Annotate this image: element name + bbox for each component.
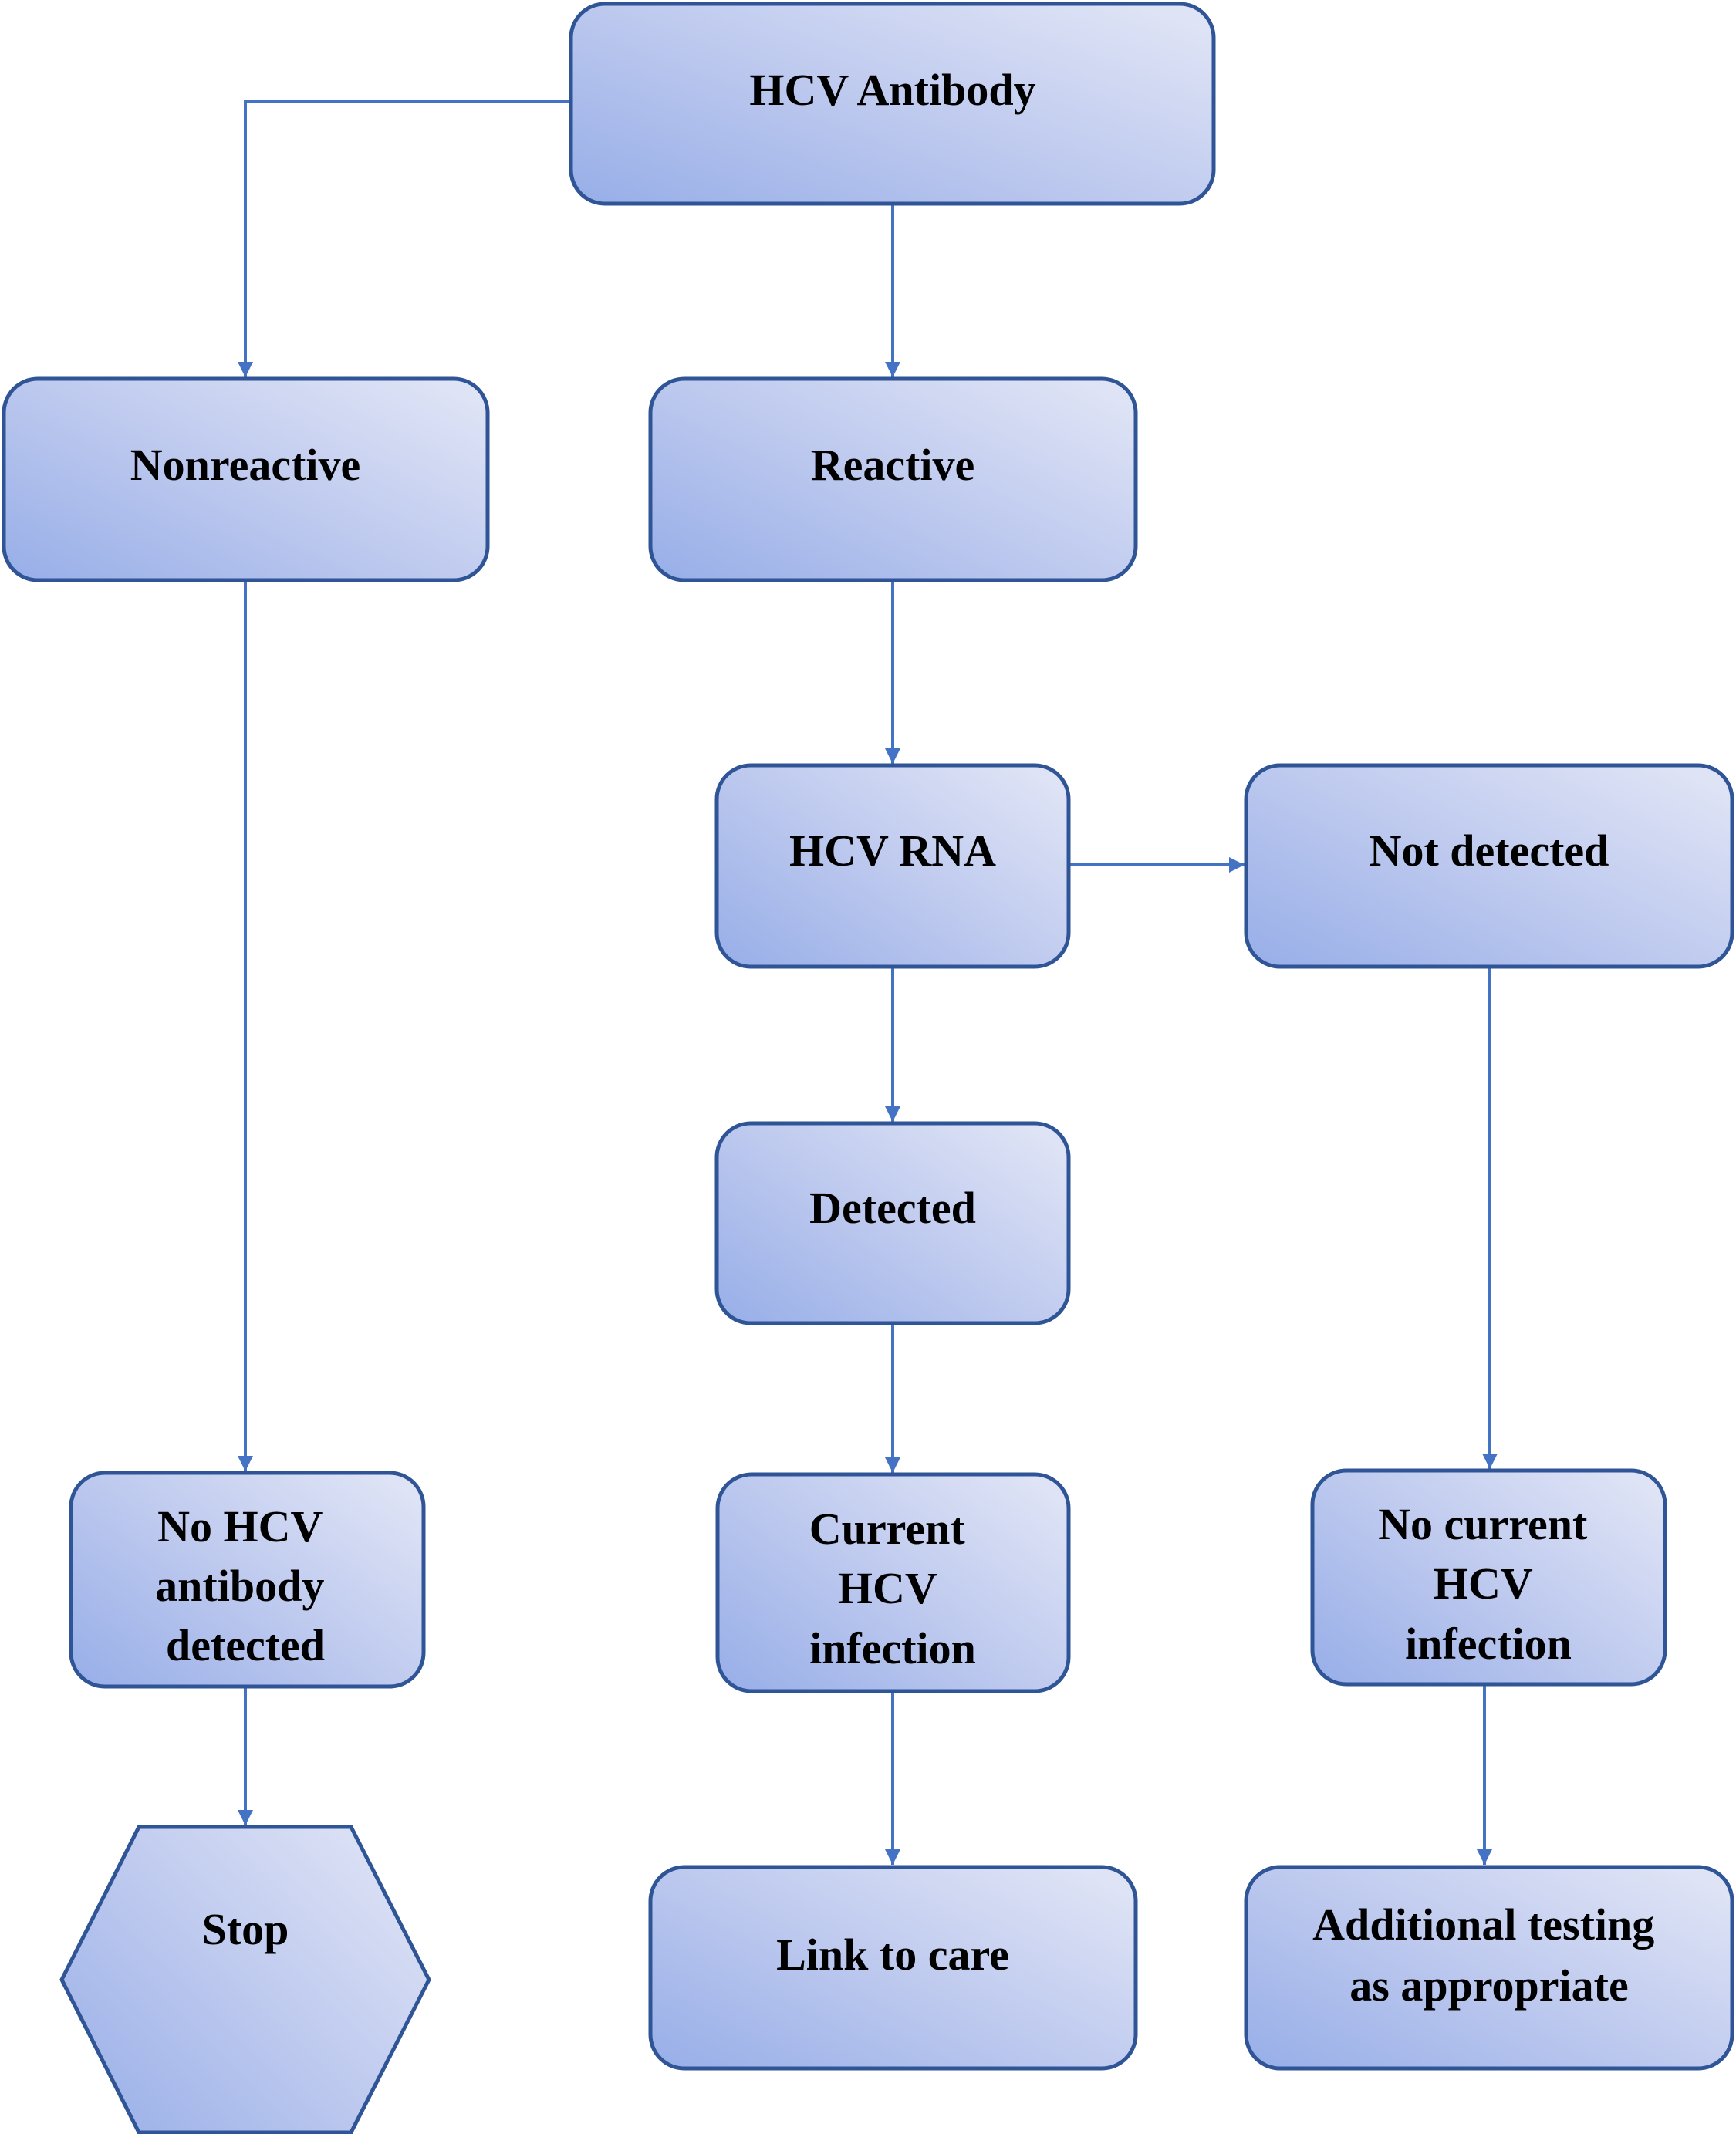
node-label: Detected — [809, 1183, 976, 1233]
node-label: Not detected — [1370, 826, 1609, 876]
edge-antibody-to-nonreactive — [238, 100, 569, 377]
node-hcv-antibody: HCV Antibody — [569, 2, 1216, 206]
node-label: HCV RNA — [789, 826, 996, 876]
node-label: Link to care — [776, 1930, 1009, 1980]
node-label: Current HCV infection — [809, 1504, 976, 1673]
node-current-hcv-infection: Current HCV infection — [715, 1472, 1071, 1693]
node-additional-testing: Additional testing as appropriate — [1244, 1865, 1734, 2071]
node-link-to-care: Link to care — [648, 1865, 1138, 2071]
node-label: Stop — [202, 1904, 289, 1954]
node-no-hcv-antibody-detected: No HCV antibody detected — [69, 1471, 426, 1689]
node-stop: Stop — [59, 1825, 431, 2134]
connectors — [238, 100, 1498, 1865]
node-nonreactive: Nonreactive — [2, 376, 490, 582]
node-no-current-hcv-infection: No current HCV infection — [1310, 1468, 1667, 1687]
node-hcv-rna: HCV RNA — [714, 763, 1071, 969]
node-reactive: Reactive — [648, 376, 1138, 582]
node-label: No HCV antibody detected — [155, 1501, 336, 1670]
node-label: Additional testing as appropriate — [1312, 1899, 1666, 2011]
node-label: HCV Antibody — [749, 65, 1035, 115]
node-not-detected: Not detected — [1244, 763, 1734, 969]
node-label: Reactive — [811, 440, 975, 490]
node-detected: Detected — [714, 1121, 1071, 1325]
node-label: Nonreactive — [130, 440, 361, 490]
node-label: No current HCV infection — [1378, 1499, 1599, 1669]
